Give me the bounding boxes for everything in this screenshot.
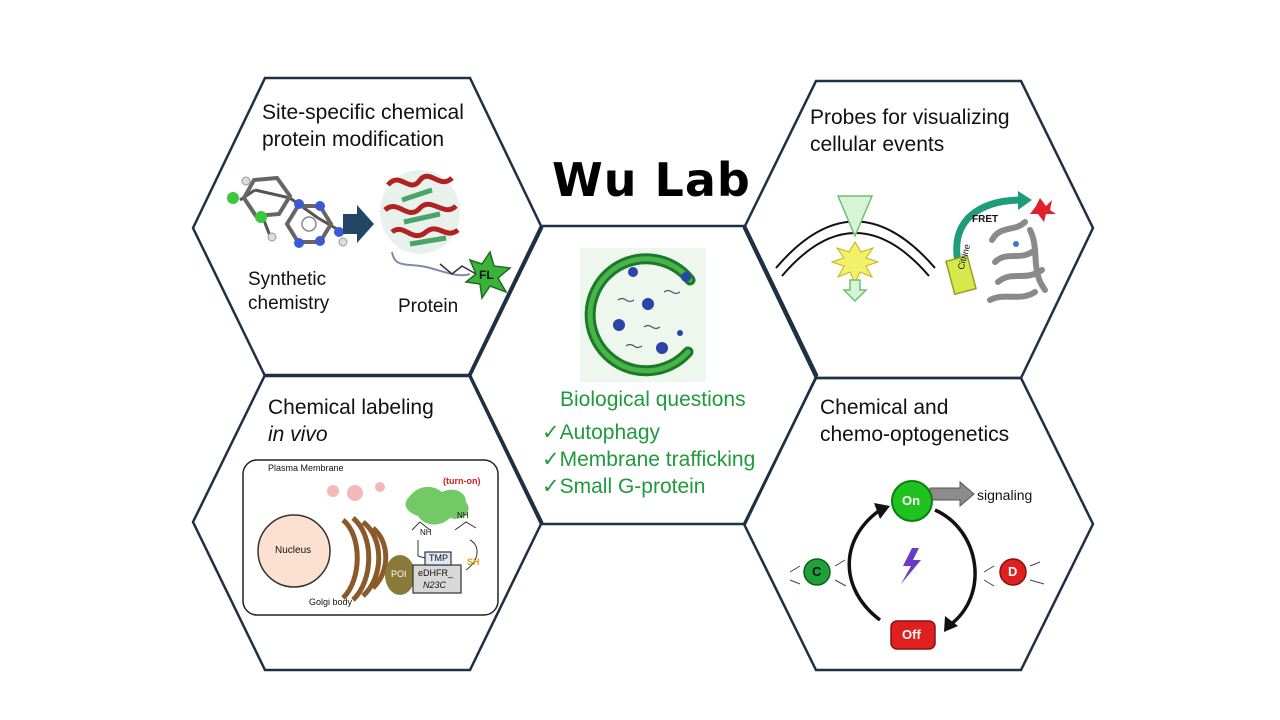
tmp-label: TMP: [429, 553, 448, 563]
on-state: [891, 480, 933, 522]
hexagon-bottom-left: [191, 373, 544, 672]
compound-c: [803, 558, 831, 586]
question-item-autophagy: ✓Autophagy: [542, 421, 661, 444]
turn-on-label: (turn-on): [443, 476, 481, 486]
probe-arrow-down-icon: [836, 195, 874, 238]
question-item-membrane-trafficking: ✓Membrane trafficking: [542, 448, 756, 471]
release-arrow-down-icon: [842, 279, 868, 303]
poi-label: POI: [391, 569, 407, 579]
off-label: Off: [902, 627, 921, 642]
bottom-left-heading-line2: in vivo: [268, 423, 328, 446]
fluorescence-burst-icon: [830, 241, 880, 285]
synthetic-label-line1: Synthetic: [248, 269, 327, 290]
poi-blob: [385, 555, 415, 595]
compound-c-label: C: [812, 564, 822, 579]
tmp-box: [424, 551, 452, 566]
light-bolt-icon: [901, 548, 921, 584]
protein-label: Protein: [398, 296, 459, 317]
protein-structure-illustration: [380, 170, 512, 301]
signaling-label: signaling: [977, 487, 1033, 503]
golgi-body-label: Golgi body: [309, 597, 353, 607]
edhfr-box: [412, 564, 462, 594]
nucleus-label: Nucleus: [275, 545, 312, 556]
question-item-small-g-protein: ✓Small G-protein: [542, 475, 706, 498]
compound-d-label: D: [1008, 564, 1018, 579]
synthetic-label-line2: chemistry: [248, 293, 330, 314]
edhfr-label-line2: N23C: [423, 580, 447, 590]
biological-questions-heading: Biological questions: [560, 388, 746, 411]
on-off-cycle-diagram: [789, 480, 1045, 650]
plasma-membrane-label: Plasma Membrane: [268, 463, 344, 473]
bottom-left-heading-line1: Chemical labeling: [268, 396, 434, 419]
lab-title: Wu Lab: [552, 153, 751, 207]
arrow-right-icon: [343, 205, 374, 243]
nucleus: [257, 514, 331, 588]
top-left-heading-line2: protein modification: [262, 128, 445, 151]
top-left-heading-line1: Site-specific chemical: [262, 101, 464, 124]
top-right-heading-line1: Probes for visualizing: [810, 106, 1010, 129]
bottom-right-heading-line1: Chemical and: [820, 396, 949, 419]
cell-schematic: [242, 459, 499, 616]
bottom-right-heading-line2: chemo-optogenetics: [820, 423, 1010, 446]
sh-label: SH: [467, 557, 480, 567]
hexagon-bottom-right: [742, 376, 1095, 672]
edhfr-label-line1: eDHFR_: [418, 568, 454, 578]
top-right-heading-line2: cellular events: [810, 133, 945, 156]
on-label: On: [902, 493, 921, 508]
fl-label: FL: [479, 268, 494, 282]
small-molecule-illustration: [227, 175, 355, 248]
nh-label-top: NH: [457, 511, 469, 520]
autophagosome-illustration: [580, 248, 706, 382]
fret-label: FRET: [972, 214, 999, 225]
nh-label-bottom: NH: [420, 528, 432, 537]
fret-protein-illustration: [945, 191, 1056, 303]
compound-d: [999, 558, 1027, 586]
golgi-body: [341, 516, 389, 602]
off-state: [890, 620, 936, 650]
